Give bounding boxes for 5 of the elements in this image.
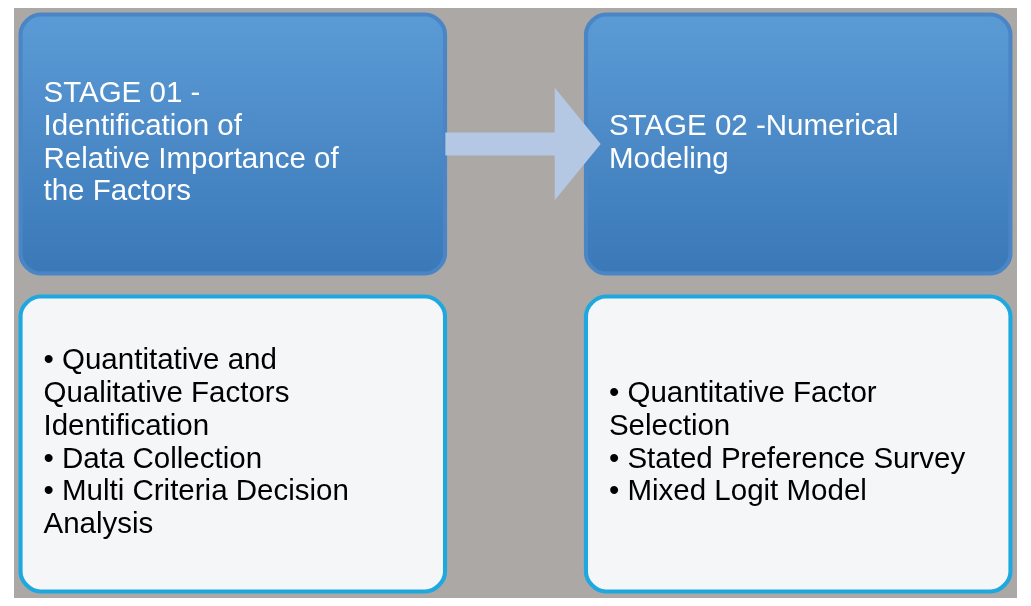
arrow	[445, 87, 601, 201]
node-box: • Quantitative Factor Selection • Stated Preference Survey • Mixed Logit Model	[583, 294, 1013, 594]
node-box: STAGE 02 -Numerical Modeling	[583, 12, 1013, 276]
node-box: • Quantitative and Qualitative Factors Identification • Data Collection • Multi Criteria Decision Analysis	[18, 294, 448, 594]
node-box: STAGE 01 - Identification of Relative Importance of the Factors	[18, 12, 448, 276]
